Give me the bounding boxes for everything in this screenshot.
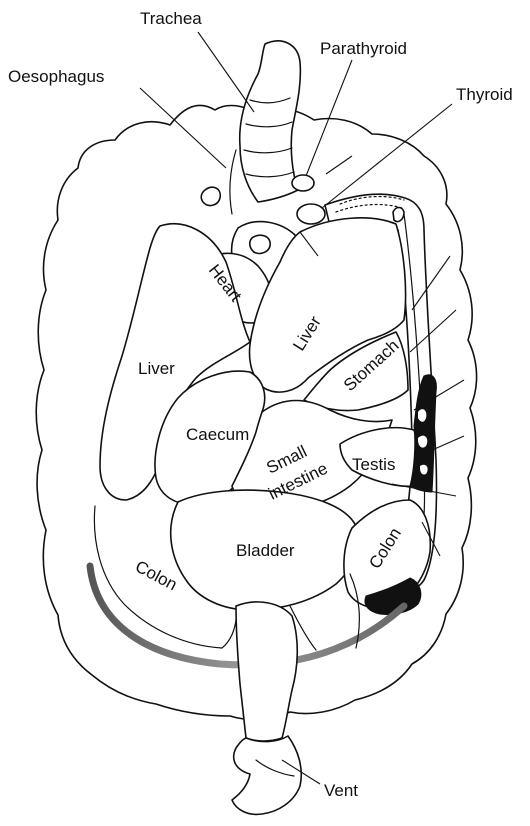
cloaca-shape bbox=[236, 602, 297, 741]
trachea-shape bbox=[240, 41, 301, 202]
vessel-opening bbox=[250, 235, 270, 253]
label-parathyroid: Parathyroid bbox=[320, 39, 407, 58]
label-colon-left: Colon bbox=[132, 557, 180, 595]
thyroid-shape bbox=[297, 204, 325, 224]
label-thyroid: Thyroid bbox=[456, 85, 513, 104]
label-oesophagus: Oesophagus bbox=[8, 67, 104, 86]
oesophagus-line bbox=[230, 150, 236, 214]
leader-parathyroid bbox=[306, 60, 352, 176]
label-trachea: Trachea bbox=[140, 9, 202, 28]
label-vent: Vent bbox=[324, 781, 358, 800]
label-caecum: Caecum bbox=[186, 425, 249, 444]
tube-top-knob bbox=[393, 208, 404, 222]
parathyroid-shape bbox=[292, 175, 314, 191]
testis-dark-speck bbox=[418, 409, 426, 422]
label-bladder: Bladder bbox=[236, 541, 295, 560]
leader-thyroid-tick bbox=[326, 156, 352, 174]
label-testis: Testis bbox=[352, 455, 395, 474]
leader-trachea bbox=[198, 32, 254, 112]
colon-left-line bbox=[222, 606, 236, 648]
label-liver-left: Liver bbox=[138, 359, 175, 378]
leader-oesophagus bbox=[140, 88, 226, 168]
small-oval bbox=[201, 187, 220, 205]
